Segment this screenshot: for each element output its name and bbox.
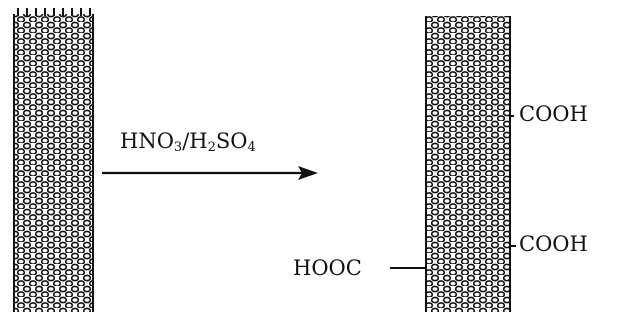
hooc-group-left: HOOC xyxy=(293,256,362,280)
reaction-arrow xyxy=(102,166,318,180)
nanotube-left-open-end xyxy=(17,8,91,16)
cooh-group-middle: COOH xyxy=(519,232,588,256)
cooh-group-top: COOH xyxy=(519,102,588,126)
reagent-label: HNO3/H2SO4 xyxy=(120,129,256,155)
nanotube-right xyxy=(425,16,511,312)
nanotube-left xyxy=(13,8,94,312)
